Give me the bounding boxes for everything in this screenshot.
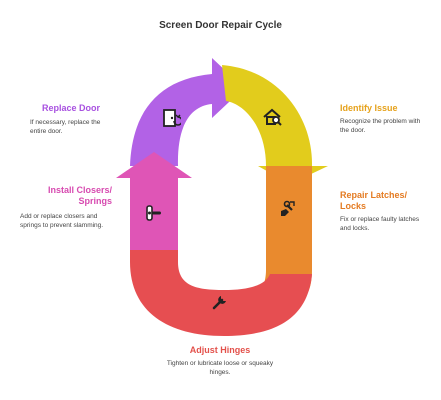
house-search-icon xyxy=(263,108,282,126)
segment-install-closers xyxy=(116,152,192,250)
stage-install-closers-description: Add or replace closers and springs to pr… xyxy=(20,213,104,229)
wrench-icon xyxy=(212,296,226,310)
stage-repair-latches-title: Repair Latches/ Locks xyxy=(340,190,408,211)
segment-replace-door xyxy=(130,58,244,166)
stage-identify-issue-title: Identify Issue xyxy=(340,103,398,113)
stage-replace-door-title: Replace Door xyxy=(41,103,100,113)
stage-adjust-hinges-description: Tighten or lubricate loose or squeaky hi… xyxy=(166,360,274,376)
stage-adjust-hinges-title: Adjust Hinges xyxy=(189,345,251,355)
door-replace-icon xyxy=(163,109,181,127)
stage-identify-issue-description: Recognize the problem with the door. xyxy=(340,118,421,134)
stage-replace-door-description: If necessary, replace the entire door. xyxy=(30,119,101,135)
stage-install-closers-title: Install Closers/ Springs xyxy=(47,185,112,206)
segment-adjust-hinges xyxy=(130,250,312,336)
hand-wrench-icon xyxy=(281,200,295,216)
segment-repair-latches xyxy=(250,166,312,302)
door-handle-icon xyxy=(146,205,161,221)
diagram-title: Screen Door Repair Cycle xyxy=(159,20,282,31)
stage-repair-latches-description: Fix or replace faulty latches and locks. xyxy=(340,216,420,232)
